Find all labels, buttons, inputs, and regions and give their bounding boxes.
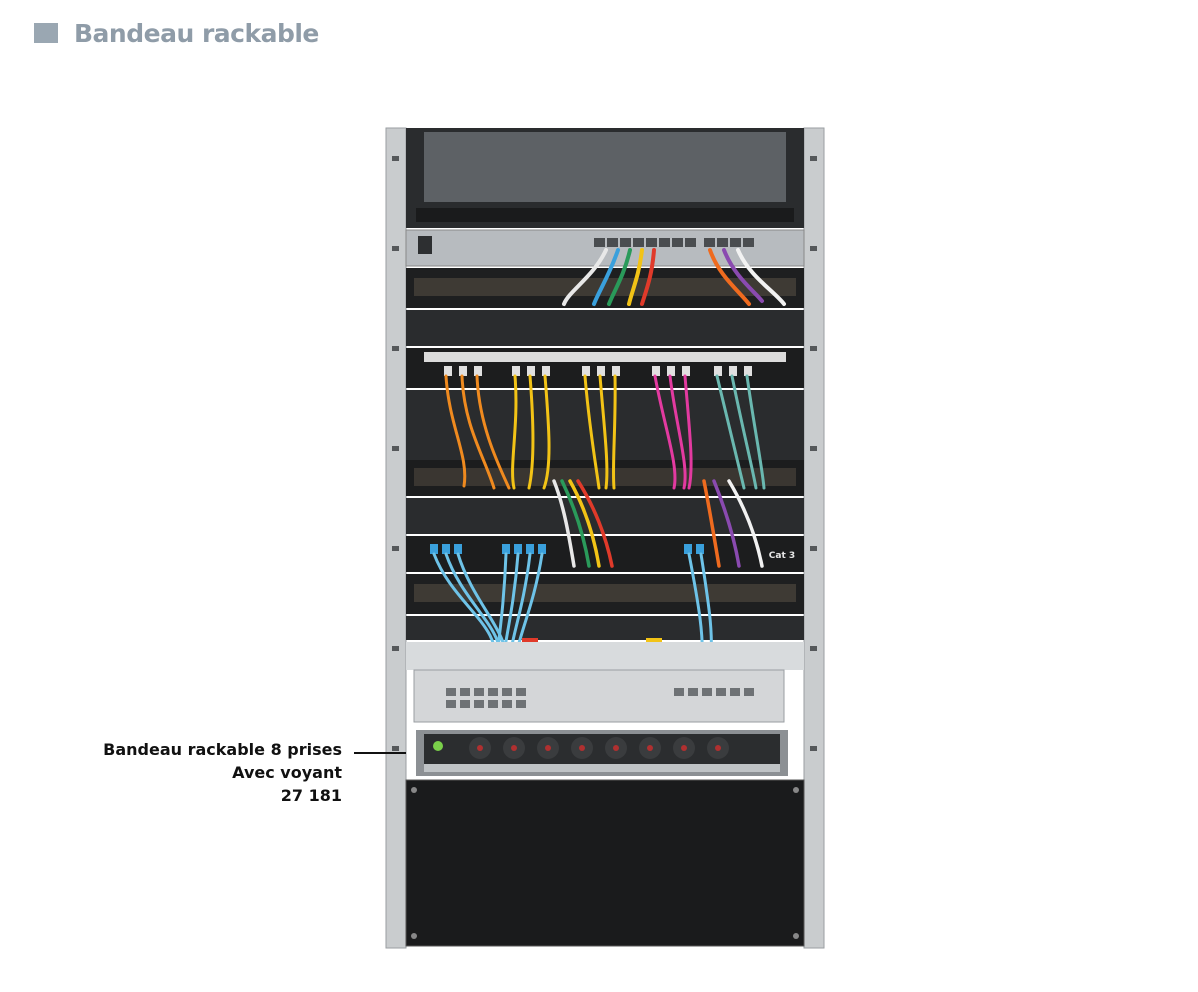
header-square-icon [34,23,58,43]
blank-panel [405,779,805,947]
network-switch [405,229,805,267]
product-callout: Bandeau rackable 8 prises Avec voyant 27… [100,738,342,807]
rack-photo: Cat 3 [385,127,825,949]
callout-reference: 27 181 [280,786,342,805]
callout-product-name: Bandeau rackable 8 prises [103,740,342,759]
power-strip-8-sockets [416,730,788,776]
callout-leader-line [354,752,406,754]
patch-label: Cat 3 [769,551,795,561]
page-title: Bandeau rackable [74,18,319,48]
section-header: Bandeau rackable [34,16,319,50]
callout-feature: Avec voyant [232,763,342,782]
